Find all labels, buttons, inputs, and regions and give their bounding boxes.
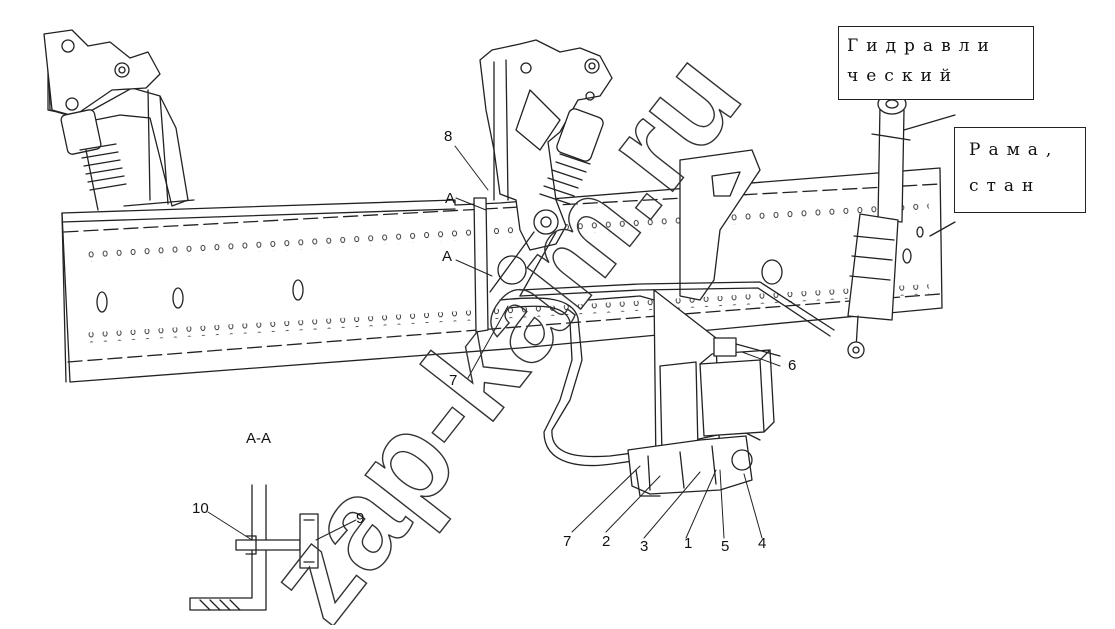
part-number-10: 10 <box>192 500 209 517</box>
part-number-8: 8 <box>444 128 453 145</box>
frame-callout-line2: стан <box>969 176 1042 196</box>
part-number-6: 6 <box>788 357 797 374</box>
left-cab-suspension <box>43 29 195 211</box>
part-number-2: 2 <box>602 533 611 550</box>
part-number-4: 4 <box>758 535 767 552</box>
part-number-9: 9 <box>356 510 365 527</box>
frame-callout: Рама, стан <box>954 127 1086 213</box>
hydraulic-callout: Гидравли ческий <box>838 26 1034 100</box>
frame-callout-line1: Рама, <box>969 140 1060 160</box>
part-number-3: 3 <box>640 538 649 555</box>
part-number-1: 1 <box>684 535 693 552</box>
part-number-7-lower: 7 <box>563 533 572 550</box>
section-aa-detail <box>189 484 319 611</box>
section-marker-lower: А <box>442 248 453 265</box>
part-number-5: 5 <box>721 538 730 555</box>
hydraulic-callout-line2: ческий <box>847 66 960 86</box>
center-cab-suspension <box>473 39 613 333</box>
leader-lines <box>207 145 781 541</box>
section-marker-upper: А <box>445 190 456 207</box>
section-title: А-А <box>246 430 272 447</box>
part-number-7-upper: 7 <box>449 372 458 389</box>
hydraulic-callout-line1: Гидравли <box>847 36 997 56</box>
